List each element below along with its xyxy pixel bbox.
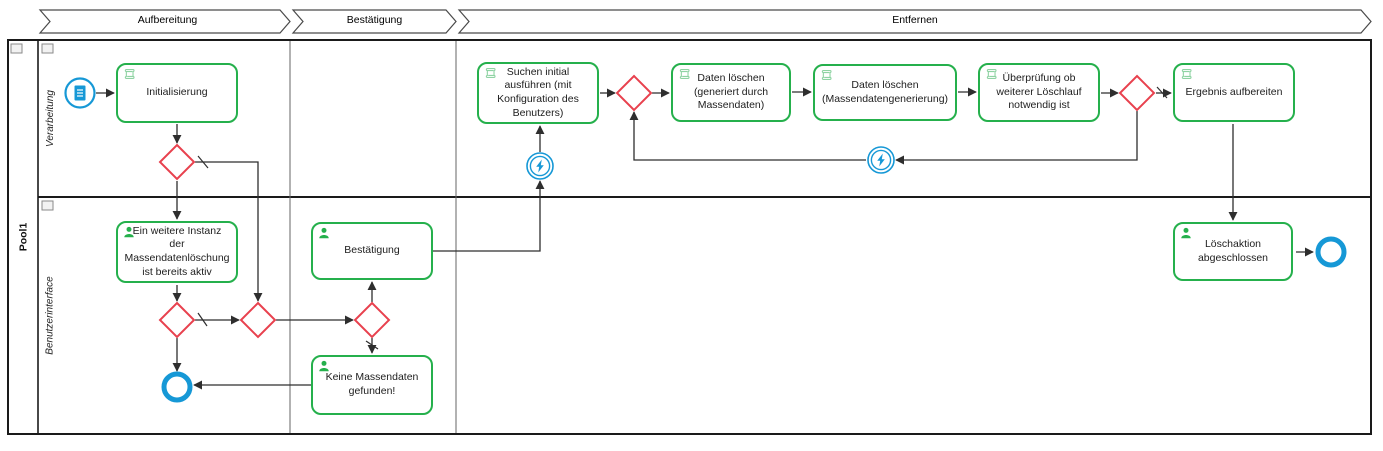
lane-label: Benutzerinterface — [44, 276, 56, 355]
default-flow-marker — [197, 312, 208, 327]
exclusive-gateway[interactable] — [239, 301, 277, 339]
user-task-icon — [318, 360, 331, 372]
task-initialisierung[interactable]: Initialisierung — [116, 63, 238, 123]
phase-label-aufbereitung: Aufbereitung — [137, 14, 198, 26]
sequence-flow[interactable] — [433, 180, 545, 252]
task-label: Bestätigung — [344, 244, 400, 257]
intermediate-event[interactable] — [526, 152, 554, 180]
pool-border[interactable] — [7, 39, 1372, 435]
sequence-flow[interactable] — [195, 161, 263, 302]
lane-header-benutzerinterface[interactable]: Benutzerinterface — [38, 197, 62, 434]
task-bestaetigung[interactable]: Bestätigung — [311, 222, 433, 280]
task-label: Daten löschen (generiert durch Massendat… — [693, 72, 769, 112]
exclusive-gateway[interactable] — [615, 74, 653, 112]
task-daten-loeschen-generierung[interactable]: Daten löschen (Massendatengenerierung) — [813, 64, 957, 121]
intermediate-event[interactable] — [867, 146, 895, 174]
script-task-icon — [123, 68, 136, 80]
task-daten-loeschen-massendaten[interactable]: Daten löschen (generiert durch Massendat… — [671, 63, 791, 122]
exclusive-gateway[interactable] — [158, 143, 196, 181]
script-task-icon — [820, 69, 833, 81]
script-task-icon — [985, 68, 998, 80]
default-flow-marker — [365, 340, 379, 350]
lane-header-verarbeitung[interactable]: Verarbeitung — [38, 40, 62, 197]
task-label: Initialisierung — [146, 86, 208, 99]
task-label: Suchen initial ausführen (mit Konfigurat… — [497, 65, 579, 119]
document-icon — [74, 85, 86, 101]
task-keine-massendaten[interactable]: Keine Massendaten gefunden! — [311, 355, 433, 415]
collapse-marker-icon[interactable] — [41, 200, 54, 211]
phase-label-bestaetigung: Bestätigung — [346, 14, 403, 26]
task-label: Überprüfung ob weiterer Löschlauf notwen… — [996, 72, 1082, 112]
sequence-flow[interactable] — [895, 111, 1138, 165]
script-task-icon — [1180, 68, 1193, 80]
script-task-icon — [678, 68, 691, 80]
task-label: Ein weitere Instanz der Massendatenlösch… — [124, 224, 230, 278]
task-label: Ergebnis aufbereiten — [1185, 85, 1283, 98]
lightning-icon — [877, 153, 885, 167]
end-event[interactable] — [1315, 236, 1347, 268]
exclusive-gateway[interactable] — [1118, 74, 1156, 112]
collapse-marker-icon[interactable] — [41, 43, 54, 54]
default-flow-marker — [1156, 86, 1168, 99]
phase-chevron-entfernen[interactable] — [457, 9, 1372, 34]
script-task-icon — [484, 67, 497, 79]
default-flow-marker — [197, 155, 209, 169]
exclusive-gateway[interactable] — [353, 301, 391, 339]
task-label: Löschaktion abgeschlossen — [1197, 237, 1269, 264]
task-weitere-instanz-aktiv[interactable]: Ein weitere Instanz der Massendatenlösch… — [116, 221, 238, 283]
phase-label-entfernen: Entfernen — [892, 14, 938, 26]
end-event[interactable] — [161, 371, 193, 403]
task-label: Keine Massendaten gefunden! — [325, 371, 419, 397]
sequence-flow[interactable] — [629, 111, 866, 161]
lane-label: Verarbeitung — [44, 90, 56, 147]
phase-chevron-bestaetigung[interactable] — [291, 9, 457, 34]
start-event[interactable] — [64, 77, 96, 109]
lightning-icon — [536, 159, 544, 173]
task-suchen-initial[interactable]: Suchen initial ausführen (mit Konfigurat… — [477, 62, 599, 124]
task-loeschaktion-abgeschlossen[interactable]: Löschaktion abgeschlossen — [1173, 222, 1293, 281]
task-ueberpruefung-loeschlauf[interactable]: Überprüfung ob weiterer Löschlauf notwen… — [978, 63, 1100, 122]
exclusive-gateway[interactable] — [158, 301, 196, 339]
pool-label: Pool1 — [17, 222, 29, 252]
user-task-icon — [123, 226, 136, 238]
pool-header[interactable]: Pool1 — [8, 40, 38, 434]
task-label: Daten löschen (Massendatengenerierung) — [821, 78, 949, 105]
phase-chevron-aufbereitung[interactable] — [38, 9, 291, 34]
task-ergebnis-aufbereiten[interactable]: Ergebnis aufbereiten — [1173, 63, 1295, 122]
collapse-marker-icon[interactable] — [10, 43, 23, 54]
user-task-icon — [1180, 227, 1193, 239]
user-task-icon — [318, 227, 331, 239]
